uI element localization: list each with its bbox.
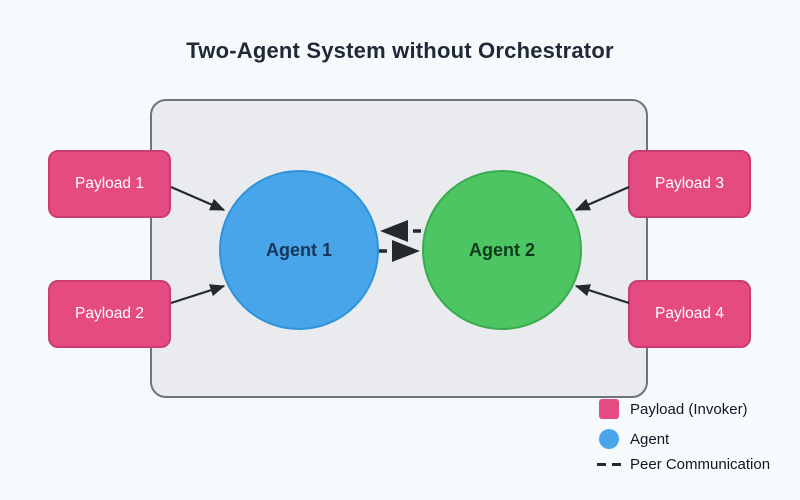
agent-1-label: Agent 1	[265, 239, 332, 260]
legend-label-agent: Agent	[630, 430, 670, 448]
agent-2-label: Agent 2	[468, 239, 535, 260]
node-payload-2: Payload 2	[48, 280, 171, 348]
agent-swatch-icon	[599, 429, 619, 449]
legend-item-payload: Payload (Invoker)	[596, 399, 748, 419]
payload-2-label: Payload 2	[75, 305, 144, 322]
diagram-title: Two-Agent System without Orchestrator	[186, 38, 614, 63]
legend-label-peer-communication: Peer Communication	[630, 456, 771, 473]
payload-4-label: Payload 4	[655, 305, 724, 322]
node-payload-4: Payload 4	[628, 280, 751, 348]
legend-label-payload: Payload (Invoker)	[630, 400, 748, 418]
legend-item-agent: Agent	[596, 429, 669, 449]
legend-item-peer-communication: Peer Communication	[596, 456, 770, 473]
node-agent-2: Agent 2	[422, 170, 582, 330]
node-payload-1: Payload 1	[48, 150, 171, 218]
payload-1-label: Payload 1	[75, 175, 144, 192]
dashed-line-swatch-icon	[597, 463, 621, 466]
node-agent-1: Agent 1	[219, 170, 379, 330]
payload-3-label: Payload 3	[655, 175, 724, 192]
node-payload-3: Payload 3	[628, 150, 751, 218]
payload-swatch-icon	[599, 399, 619, 419]
